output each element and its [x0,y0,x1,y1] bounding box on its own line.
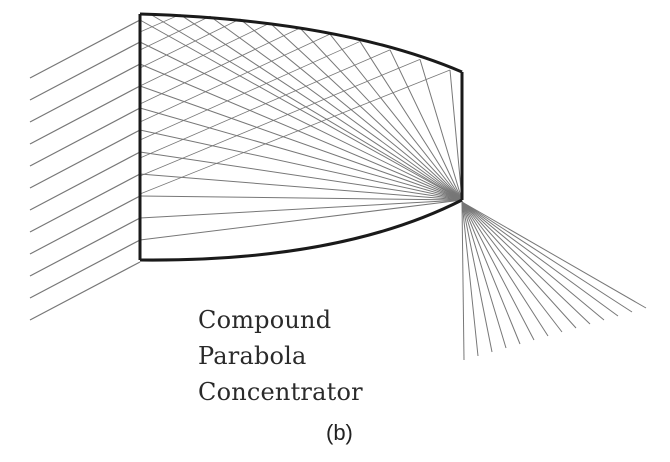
incoming-ray [29,19,141,79]
outgoing-ray [461,201,563,333]
reflected-ray [139,15,211,51]
reflected-ray [139,199,463,219]
outgoing-ray [461,201,591,325]
outgoing-ray [461,201,507,349]
incoming-ray [29,217,141,277]
incoming-ray [29,239,141,299]
outgoing-ray [461,201,549,337]
reflected-ray [139,33,331,123]
reflected-ray [139,173,463,201]
reflected-ray [209,15,463,201]
reflected-ray [139,85,463,201]
reflected-ray [139,199,463,241]
outgoing-ray [461,201,605,321]
reflected-ray [139,27,301,105]
reflected-ray [139,14,181,33]
incoming-rays [29,19,141,321]
reflected-ray [139,22,271,87]
incoming-ray [29,85,141,145]
concentrator-outline [138,12,464,262]
incoming-ray [29,63,141,123]
outgoing-ray [461,201,465,361]
caption-line-3: Concentrator [198,378,363,406]
reflected-ray [139,41,463,201]
reflected-ray [139,107,463,201]
incoming-ray [29,261,141,321]
reflected-ray [139,151,463,201]
upper-parabola-wall [139,12,463,74]
reflected-ray [139,41,361,141]
reflected-ray [139,19,463,201]
reflected-ray [139,129,463,201]
reflected-ray [269,22,463,201]
incoming-ray [29,41,141,101]
reflected-ray [139,18,241,69]
panel-label: (b) [326,420,353,445]
caption-line-2: Parabola [198,342,307,370]
outgoing-ray [461,201,619,317]
incoming-ray [29,195,141,255]
lower-parabola-wall [139,198,463,262]
outgoing-fan-rays [461,201,647,361]
reflected-ray [139,195,463,201]
reflected-ray [359,41,463,201]
caption-line-1: Compound [198,306,332,334]
outgoing-ray [461,201,633,313]
outgoing-ray [461,201,535,341]
reflected-ray [179,14,463,201]
reflected-ray [139,63,463,201]
outgoing-ray [461,201,647,309]
reflected-ray [299,27,463,201]
reflected-ray [419,59,463,201]
reflected-ray [329,33,463,201]
incoming-ray [29,173,141,233]
reflected-ray [449,69,463,201]
reflected-ray [389,49,463,201]
outgoing-ray [461,201,521,345]
reflected-ray [139,49,391,159]
incoming-ray [29,129,141,189]
incoming-ray [29,107,141,167]
reflected-ray [139,69,451,195]
outgoing-ray [461,201,493,353]
reflected-ray [139,58,421,177]
reflected-rays [139,13,463,241]
incoming-ray [29,151,141,211]
outgoing-ray [461,201,479,357]
outgoing-ray [461,201,577,329]
